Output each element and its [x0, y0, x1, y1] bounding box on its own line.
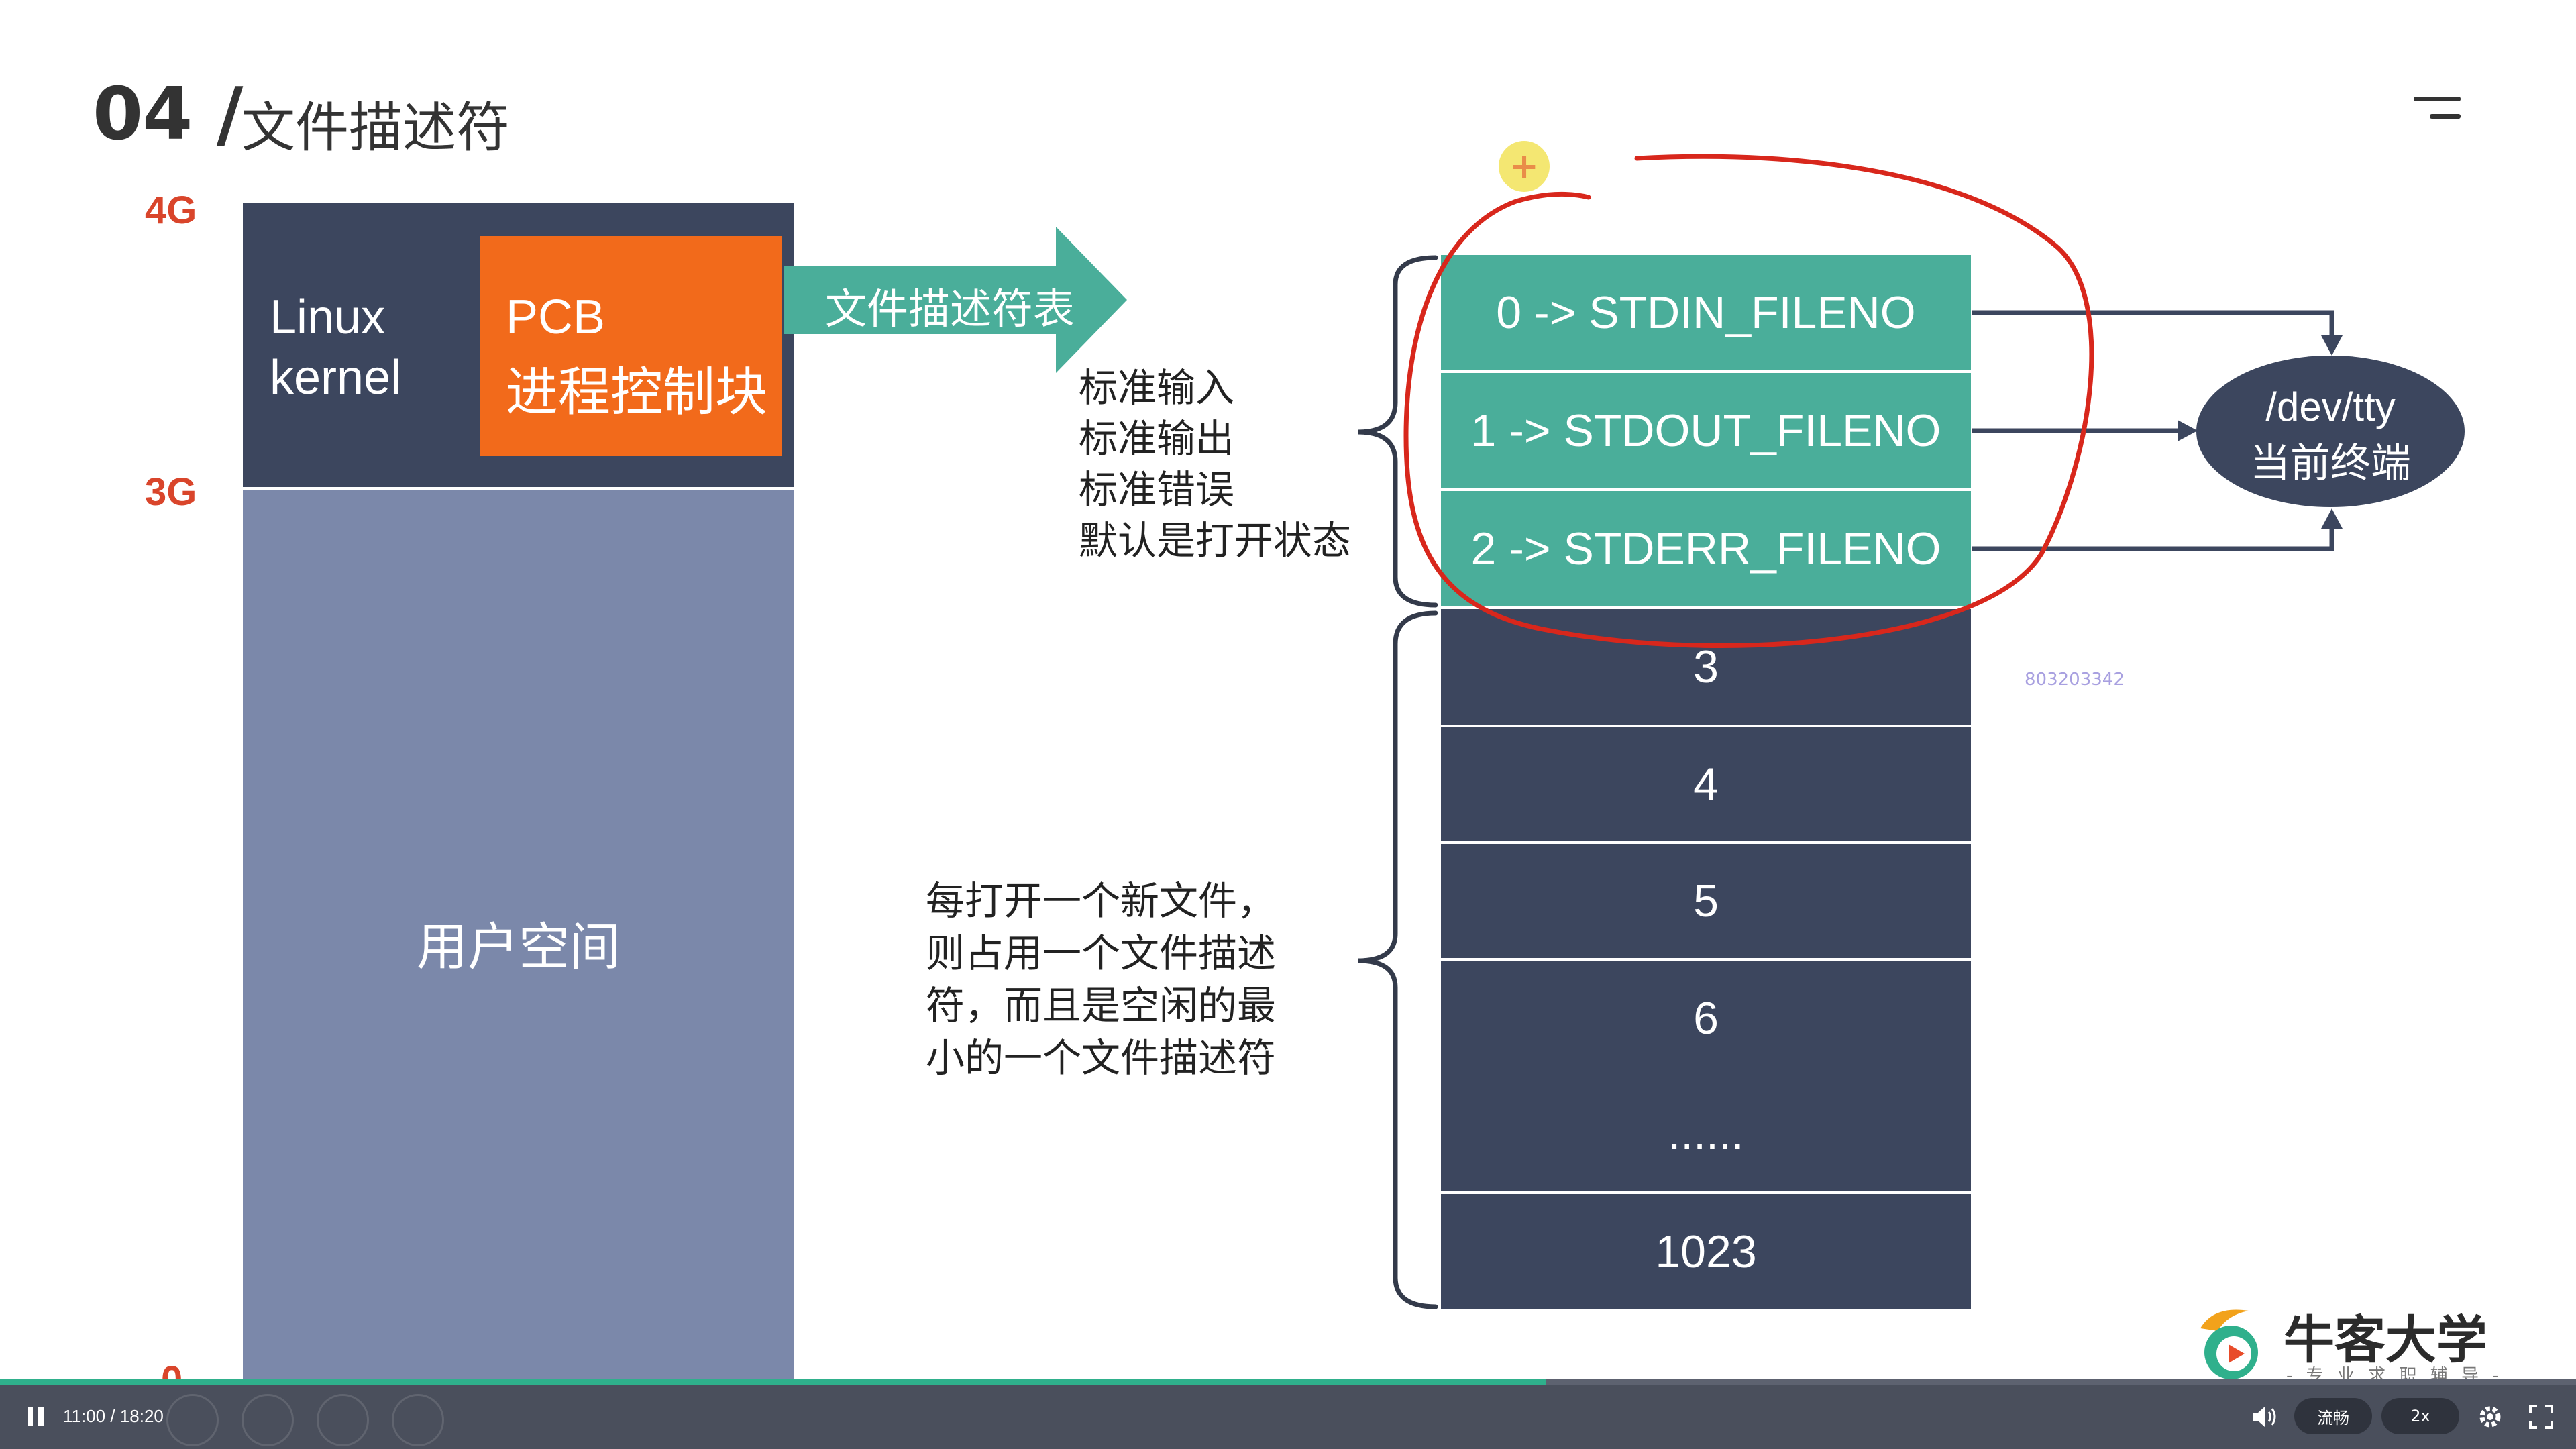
- note-line: 则占用一个文件描述: [926, 930, 1277, 976]
- kernel-label-line2: kernel: [270, 351, 402, 405]
- zoom-icon[interactable]: [317, 1394, 369, 1446]
- screenshot-icon[interactable]: [241, 1394, 294, 1446]
- axis-label-4g: 4G: [145, 189, 197, 232]
- kernel-label-line1: Linux: [270, 290, 386, 344]
- slide-title: 文件描述符: [241, 97, 510, 159]
- arrowhead-up: [2321, 508, 2343, 529]
- connector-stderr: [1972, 525, 2334, 551]
- arrowhead-down: [2321, 335, 2343, 356]
- note-line: 标准错误: [1079, 467, 1235, 513]
- fd-row-6: 6: [1441, 961, 1971, 1076]
- arrowhead-right: [2178, 420, 2198, 441]
- pause-icon[interactable]: [25, 1405, 46, 1429]
- brace-other: [1357, 610, 1438, 1309]
- note-line: 符，而且是空闲的最: [926, 983, 1277, 1028]
- fd-row-stdin: 0 -> STDIN_FILENO: [1441, 255, 1971, 370]
- fd-row-4: 4: [1441, 727, 1971, 841]
- tty-device-label: /dev/tty: [2265, 384, 2396, 429]
- menu-icon[interactable]: [2414, 97, 2461, 123]
- note-line: 标准输出: [1079, 416, 1235, 462]
- new-file-note: 每打开一个新文件， 则占用一个文件描述 符，而且是空闲的最 小的一个文件描述符: [926, 875, 1276, 1084]
- fd-table-arrow-label: 文件描述符表: [825, 284, 1075, 333]
- fd-row-5: 5: [1441, 844, 1971, 958]
- menu-icon-line: [2414, 97, 2461, 101]
- fd-row-stdout: 1 -> STDOUT_FILENO: [1441, 373, 1971, 488]
- note-line: 默认是打开状态: [1079, 518, 1352, 564]
- watermark: 803203342: [2025, 669, 2125, 690]
- cursor-highlight: +: [1499, 141, 1550, 192]
- settings-gear-icon[interactable]: [2477, 1403, 2504, 1430]
- more-icon[interactable]: [392, 1394, 444, 1446]
- menu-icon-line: [2430, 114, 2461, 119]
- user-space-label: 用户空间: [417, 917, 621, 977]
- volume-icon[interactable]: [2251, 1405, 2278, 1429]
- note-line: 小的一个文件描述符: [926, 1035, 1277, 1081]
- note-line: 标准输入: [1079, 365, 1235, 411]
- kernel-label: Linux kernel: [270, 287, 401, 408]
- fullscreen-icon[interactable]: [2528, 1403, 2555, 1430]
- player-control-bar: 11:00 / 18:20 流畅 2x: [0, 1385, 2576, 1449]
- axis-label-3g: 3G: [145, 470, 197, 514]
- tty-description: 当前终端: [2250, 440, 2411, 487]
- niuke-logo-icon: [2200, 1309, 2258, 1379]
- slide-number: 04 /: [93, 72, 243, 156]
- user-space-block: [243, 490, 794, 1382]
- pcb-description: 进程控制块: [506, 362, 768, 423]
- playback-time: 11:00 / 18:20: [63, 1406, 164, 1426]
- fd-row-3: 3: [1441, 609, 1971, 724]
- fd-row-ellipsis: ......: [1441, 1076, 1971, 1191]
- cursor-plus-icon: +: [1509, 146, 1539, 186]
- pcb-label: PCB: [506, 290, 606, 344]
- fd-row-1023: 1023: [1441, 1194, 1971, 1309]
- logo-brand-name: 牛客大学: [2284, 1310, 2487, 1370]
- connector-stdin: [1972, 310, 2334, 339]
- brace-standard: [1357, 255, 1438, 608]
- tty-terminal-node: /dev/tty 当前终端: [2196, 356, 2465, 507]
- fd-table-arrow: [784, 227, 1127, 373]
- fd-row-stderr: 2 -> STDERR_FILENO: [1441, 491, 1971, 606]
- pcb-block: [480, 236, 782, 456]
- progress-fill: [0, 1379, 1546, 1385]
- quality-selector[interactable]: 流畅: [2294, 1398, 2372, 1434]
- note-line: 每打开一个新文件，: [926, 878, 1277, 924]
- speed-selector[interactable]: 2x: [2381, 1398, 2459, 1434]
- standard-streams-note: 标准输入 标准输出 标准错误 默认是打开状态: [1079, 362, 1351, 566]
- pen-tool-icon[interactable]: [166, 1394, 219, 1446]
